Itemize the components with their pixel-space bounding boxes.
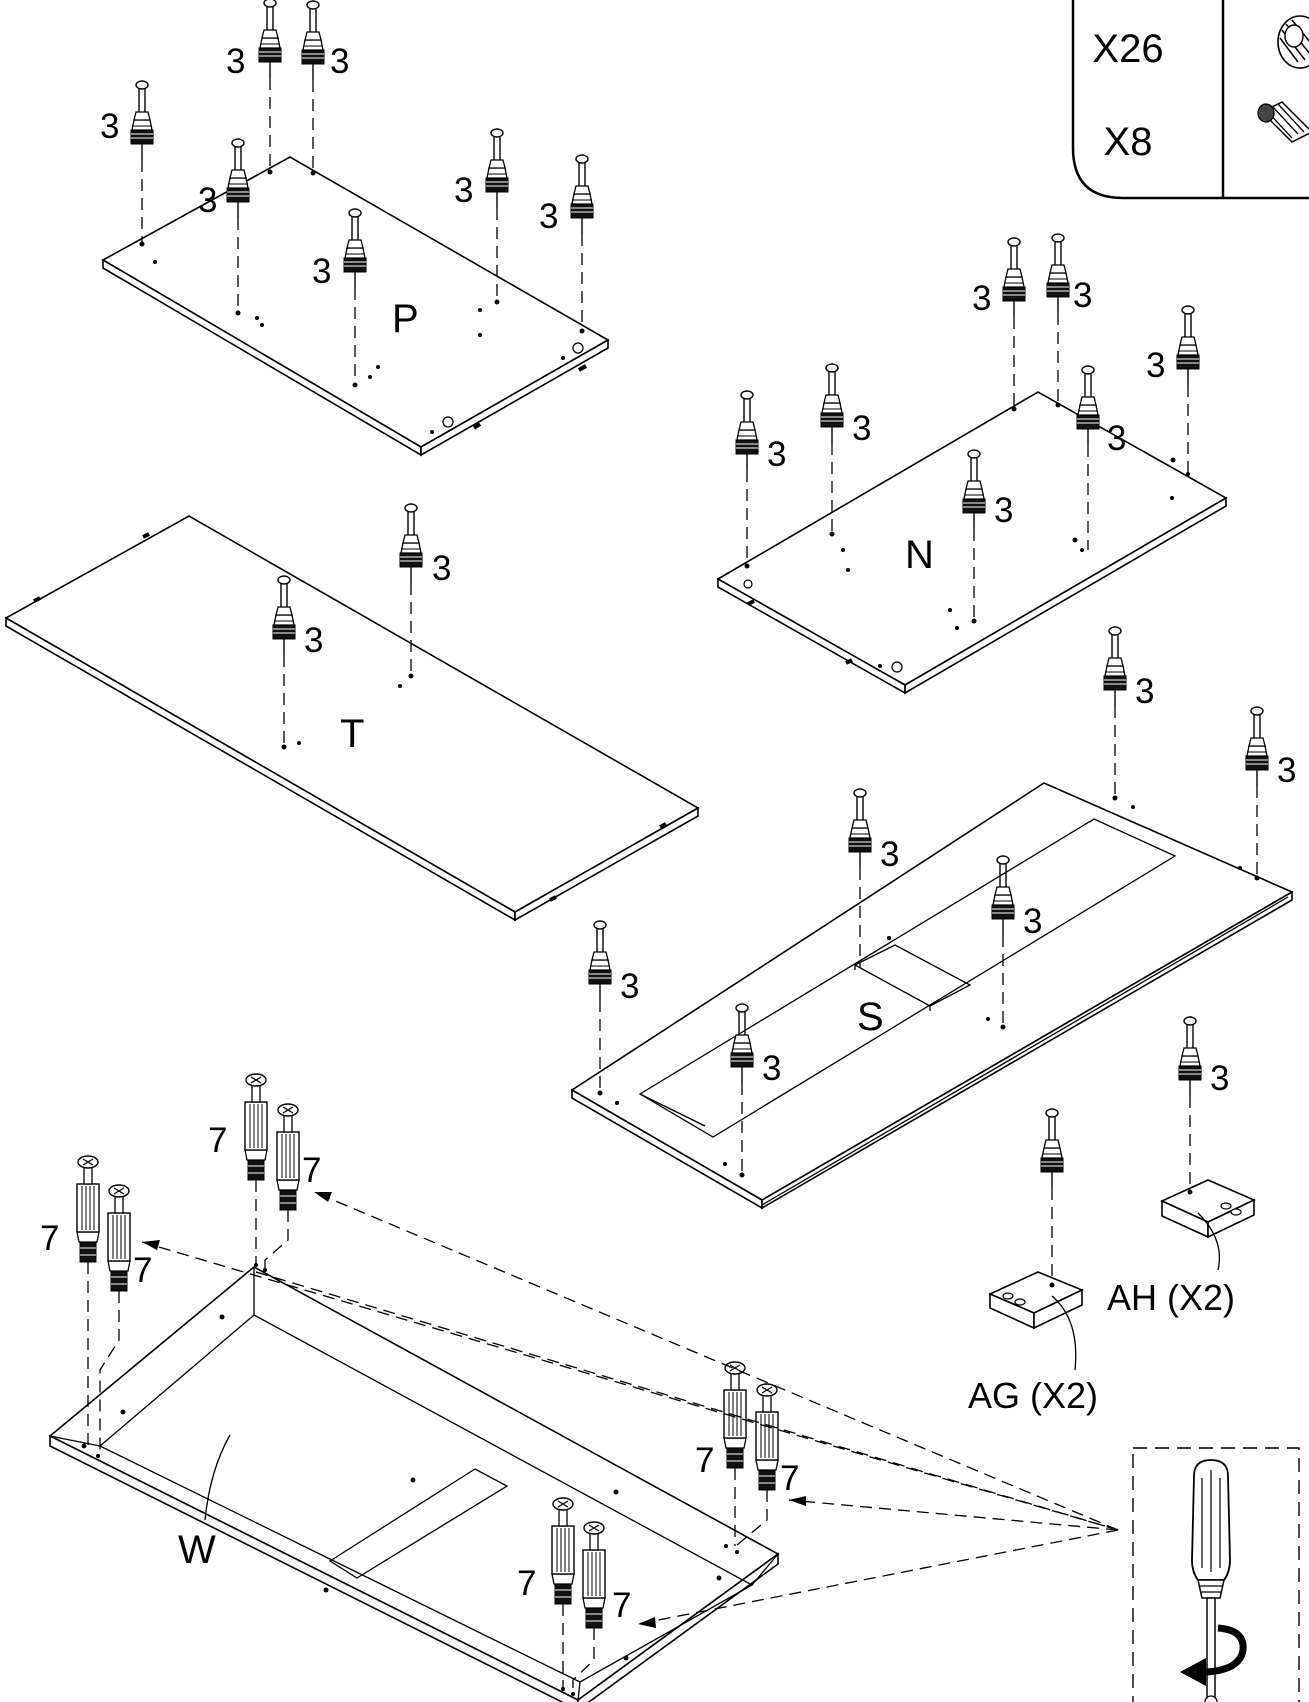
panel-t-cam-bolts: 3 3 [272,503,451,747]
svg-text:7: 7 [780,1459,799,1498]
panel-t: T [4,515,700,922]
svg-text:3: 3 [1073,276,1092,315]
clockwise-arrow-icon [1180,1624,1247,1686]
part-label-p: P [392,297,419,341]
frame-w-screw-dowels: 7 7 7 7 7 7 7 7 [40,1073,799,1694]
panel-n: N [716,391,1228,695]
svg-text:3: 3 [852,409,871,448]
svg-text:3: 3 [1210,1059,1229,1098]
frame-s: S [570,782,1294,1210]
part-label-w: W [178,1528,216,1572]
tool-box [1132,1447,1300,1702]
svg-text:3: 3 [539,197,558,236]
screwdriver-icon [1191,1459,1231,1702]
cam-bolt-icon [1277,15,1309,69]
svg-text:3: 3 [1146,346,1165,385]
legend-qty-cam-bolt: X26 [1092,27,1163,71]
svg-text:7: 7 [133,1251,152,1290]
block-ah-cam-bolt [1178,1016,1202,1097]
svg-text:3: 3 [312,252,331,291]
tool-leader-lines [141,1191,1119,1628]
svg-text:3: 3 [100,107,119,146]
part-label-n: N [905,533,934,577]
svg-text:3: 3 [454,171,473,210]
svg-text:7: 7 [208,1121,227,1160]
svg-text:3: 3 [767,435,786,474]
frame-s-cam-bolts: 3 3 3 3 3 3 [588,626,1296,1175]
screw-dowel-icon [1257,101,1309,143]
svg-text:3: 3 [226,42,245,81]
frame-w: W [48,1263,780,1702]
svg-text:3: 3 [198,181,217,220]
panel-p-cam-bolts: 3 3 3 3 3 3 3 [100,0,594,385]
part-label-s: S [857,995,884,1039]
svg-text:3: 3 [994,491,1013,530]
svg-text:3: 3 [432,549,451,588]
svg-text:3: 3 [304,621,323,660]
svg-text:7: 7 [40,1219,59,1258]
svg-text:3: 3 [1107,419,1126,458]
legend-qty-screw-dowel: X8 [1104,120,1153,164]
block-ag-cam-bolt [1040,1108,1064,1189]
svg-text:3: 3 [330,42,349,81]
part-label-ag: AG (X2) [968,1375,1098,1416]
panel-n-cam-bolts: 3 3 3 3 3 3 3 [735,233,1200,621]
svg-text:3: 3 [1135,672,1154,711]
svg-text:3: 3 [880,835,899,874]
svg-text:3: 3 [1023,902,1042,941]
block-ah: AH (X2) [1107,1179,1256,1318]
hardware-legend: X26 X8 [1071,0,1309,200]
svg-text:3: 3 [972,279,991,318]
svg-text:7: 7 [517,1564,536,1603]
svg-text:3: 3 [762,1049,781,1088]
svg-text:7: 7 [695,1441,714,1480]
part-label-ah: AH (X2) [1107,1277,1235,1318]
svg-text:3: 3 [620,967,639,1006]
part-label-t: T [340,712,364,756]
svg-text:7: 7 [302,1151,321,1190]
svg-text:3: 3 [1277,751,1296,790]
block-ag: AG (X2) [968,1271,1098,1416]
panel-p: P [101,156,610,457]
svg-text:7: 7 [612,1586,631,1625]
